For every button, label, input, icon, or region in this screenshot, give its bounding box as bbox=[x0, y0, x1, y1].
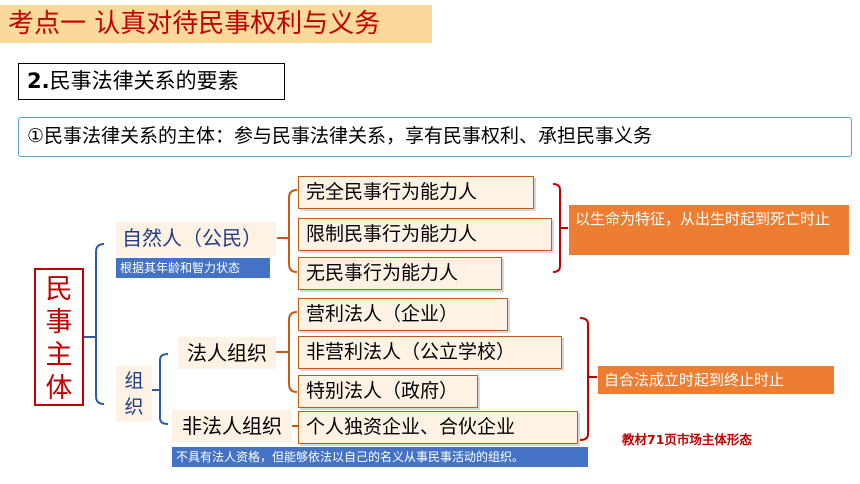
section-label: 民事法律关系的要素 bbox=[49, 69, 239, 93]
natural-item-1: 完全民事行为能力人 bbox=[298, 176, 534, 209]
natural-item-2: 限制民事行为能力人 bbox=[298, 218, 552, 251]
org-node: 组织 bbox=[116, 366, 152, 422]
root-bracket bbox=[95, 243, 105, 405]
natural-person-node: 自然人（公民） bbox=[116, 222, 276, 256]
org-description: 自合法成立时起到终止时止 bbox=[598, 366, 834, 394]
key-point: ①民事法律关系的主体：参与民事法律关系，享有民事权利、承担民事义务 bbox=[18, 117, 852, 157]
section-heading: 2.民事法律关系的要素 bbox=[18, 63, 285, 100]
textbook-reference: 教材71页市场主体形态 bbox=[622, 432, 752, 447]
natural-bracket bbox=[288, 189, 298, 273]
org-right-bracket bbox=[579, 317, 589, 441]
root-label: 民事主体 bbox=[45, 274, 73, 404]
legal-item-3: 特别法人（政府） bbox=[298, 375, 478, 408]
nonlegal-org-node: 非法人组织 bbox=[172, 410, 292, 442]
legal-bracket bbox=[288, 311, 298, 393]
legal-item-2: 非营利法人（公立学校） bbox=[298, 336, 562, 369]
natural-right-bracket bbox=[552, 183, 561, 273]
natural-person-note: 根据其年龄和智力状态 bbox=[116, 258, 270, 278]
natural-description: 以生命为特征，从出生时起到死亡时止 bbox=[569, 205, 849, 255]
section-number: 2. bbox=[27, 69, 50, 93]
legal-item-1: 营利法人（企业） bbox=[298, 298, 508, 331]
org-bracket bbox=[159, 353, 169, 425]
legal-person-node: 法人组织 bbox=[178, 337, 276, 369]
natural-item-3: 无民事行为能力人 bbox=[298, 257, 502, 290]
root-node: 民事主体 bbox=[34, 268, 84, 406]
page-title: 考点一 认真对待民事权利与义务 bbox=[0, 5, 432, 43]
nonlegal-item-1: 个人独资企业、合伙企业 bbox=[298, 411, 578, 444]
nonlegal-note: 不具有法人资格，但能够依法以自己的名义从事民事活动的组织。 bbox=[172, 447, 588, 467]
